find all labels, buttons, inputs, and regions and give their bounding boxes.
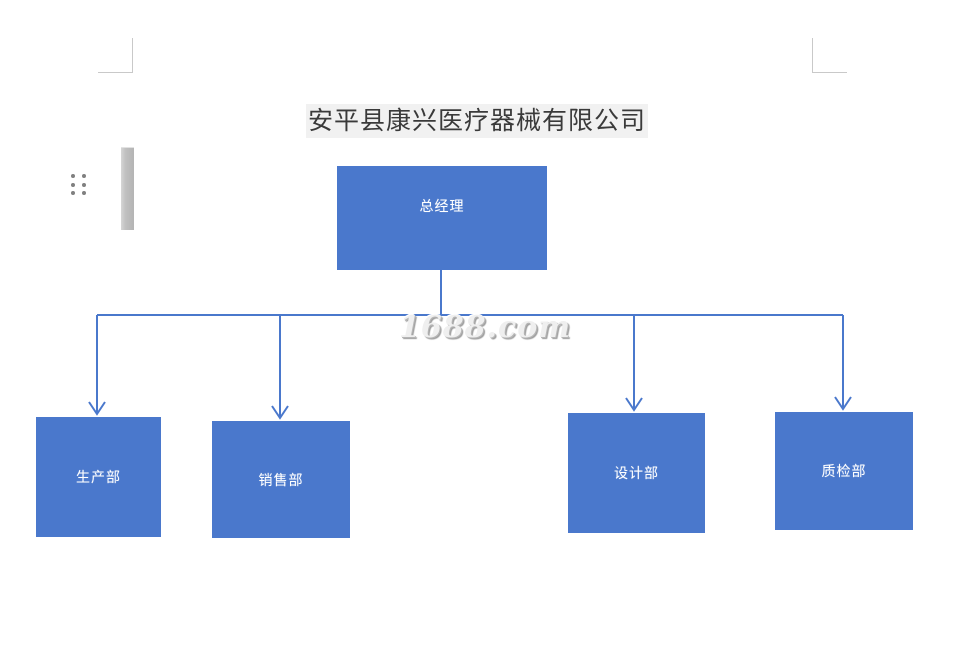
org-node-label: 生产部 — [76, 470, 121, 486]
page-margin-mark-top-left — [98, 38, 133, 73]
drag-dot — [82, 191, 86, 196]
drag-dot — [71, 191, 75, 196]
org-node-label: 质检部 — [821, 464, 867, 480]
org-node-root[interactable]: 总经理 — [337, 166, 547, 270]
arrowhead-dept-3 — [834, 396, 852, 411]
org-node-label: 总经理 — [419, 199, 465, 215]
drag-dot — [82, 182, 86, 187]
org-node-design[interactable]: 设计部 — [568, 413, 705, 533]
drag-dot — [71, 182, 75, 187]
org-node-label: 销售部 — [258, 472, 304, 489]
page-title: 安平县康兴医疗器械有限公司 — [306, 104, 649, 138]
org-node-sales[interactable]: 销售部 — [212, 421, 350, 538]
org-node-production[interactable]: 生产部 — [36, 417, 161, 537]
drag-dot — [71, 174, 75, 178]
page-margin-mark-top-right — [812, 38, 847, 73]
org-node-quality-inspection[interactable]: 质检部 — [775, 412, 913, 530]
vertical-gray-bar[interactable] — [121, 147, 134, 230]
org-node-label: 设计部 — [614, 466, 659, 482]
arrowhead-dept-0 — [88, 401, 106, 416]
drag-dot — [82, 174, 86, 178]
arrowhead-dept-2 — [625, 397, 643, 412]
arrowhead-dept-1 — [271, 405, 289, 420]
watermark-text: 1688.com — [399, 310, 571, 345]
drag-handle-icon[interactable] — [71, 174, 89, 198]
